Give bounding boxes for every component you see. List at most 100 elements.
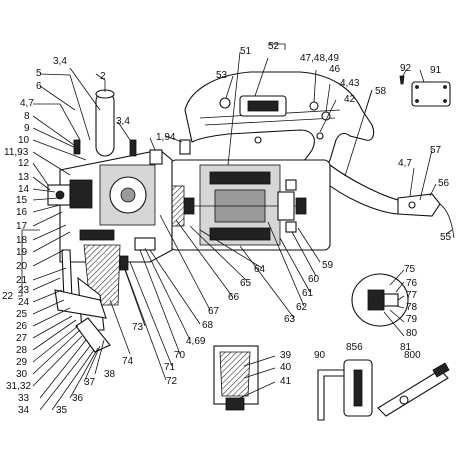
- accessory-tool: [377, 369, 449, 417]
- label-38: 38: [104, 369, 116, 380]
- label-10: 10: [18, 135, 30, 146]
- label-9: 9: [24, 123, 30, 134]
- clamp-screw: [55, 190, 65, 200]
- label-15: 15: [16, 195, 28, 206]
- label-18: 18: [16, 235, 28, 246]
- label-72: 72: [166, 376, 178, 387]
- label-16: 16: [16, 207, 28, 218]
- field-coil-bottom: [209, 227, 271, 241]
- label-13: 13: [18, 172, 30, 183]
- label-52: 52: [268, 41, 280, 52]
- label-23: 23: [18, 285, 30, 296]
- label-63: 63: [284, 314, 296, 325]
- label-27: 27: [16, 333, 28, 344]
- label-14: 14: [18, 184, 30, 195]
- label-74: 74: [122, 356, 134, 367]
- label-3-4-mid: 3,4: [116, 116, 130, 127]
- parts-drawing: [47, 71, 455, 421]
- cord-clamp-screw: [408, 201, 416, 209]
- label-66: 66: [228, 292, 240, 303]
- plunger-guide: [79, 229, 115, 241]
- label-73: 73: [132, 322, 144, 333]
- label-46: 46: [329, 64, 341, 75]
- handle-screw-2: [309, 101, 319, 111]
- label-51: 51: [240, 46, 252, 57]
- counterweight-pin: [119, 255, 129, 271]
- blade-guide: [75, 317, 111, 353]
- handle-screw-3: [321, 111, 331, 121]
- label-64: 64: [254, 264, 266, 275]
- label-78: 78: [406, 302, 418, 313]
- label-59: 59: [322, 260, 334, 271]
- label-4-7-right: 4,7: [398, 158, 412, 169]
- label-71: 71: [164, 362, 176, 373]
- label-68: 68: [202, 320, 214, 331]
- screw-8: [73, 139, 81, 155]
- label-17: 17: [16, 221, 28, 232]
- label-28: 28: [16, 345, 28, 356]
- brush-holder-bottom: [285, 221, 297, 233]
- brush-holder-top: [285, 179, 297, 191]
- label-19: 19: [16, 247, 28, 258]
- label-40: 40: [280, 362, 292, 373]
- label-60: 60: [308, 274, 320, 285]
- rear-bearing: [295, 197, 307, 215]
- handle-screw-4: [316, 132, 324, 140]
- label-33: 33: [18, 393, 30, 404]
- label-30: 30: [16, 369, 28, 380]
- switch-trigger: [247, 100, 279, 112]
- label-57: 57: [430, 145, 442, 156]
- label-61: 61: [302, 288, 314, 299]
- label-24: 24: [18, 297, 30, 308]
- leader-lines: [18, 43, 453, 411]
- label-67: 67: [208, 306, 220, 317]
- screw-3-4: [129, 139, 137, 157]
- scotch-yoke: [134, 237, 156, 251]
- label-37: 37: [84, 377, 96, 388]
- label-2: 2: [100, 71, 106, 82]
- label-8: 8: [24, 111, 30, 122]
- label-91: 91: [430, 65, 442, 76]
- label-47-48-49: 47,48,49: [300, 53, 339, 64]
- blade-clamp: [69, 179, 93, 209]
- label-80: 80: [406, 328, 418, 339]
- tool-tip: [432, 362, 450, 378]
- label-5: 5: [36, 68, 42, 79]
- label-3-4-top: 3,4: [53, 56, 67, 67]
- label-76: 76: [406, 278, 418, 289]
- strain-relief: [397, 193, 441, 217]
- label-21: 21: [16, 275, 28, 286]
- label-856: 856: [346, 342, 363, 353]
- label-90: 90: [314, 350, 326, 361]
- part-1-94: [179, 139, 191, 155]
- detail-plunger-section: [219, 351, 251, 397]
- label-20: 20: [16, 261, 28, 272]
- bushing-1-94: [149, 149, 163, 165]
- label-79: 79: [406, 314, 418, 325]
- nameplate: [411, 81, 451, 107]
- upper-tube: [95, 91, 115, 157]
- label-62: 62: [296, 302, 308, 313]
- label-75: 75: [404, 264, 416, 275]
- label-65: 65: [240, 278, 252, 289]
- tool-collar: [399, 395, 409, 405]
- label-1-94: 1,94: [156, 132, 176, 143]
- label-12: 12: [18, 158, 30, 169]
- handle-screw-5: [254, 136, 262, 144]
- label-35: 35: [56, 405, 68, 416]
- label-4-69: 4,69: [186, 336, 206, 347]
- label-53: 53: [216, 70, 228, 81]
- label-22: 22: [2, 291, 14, 302]
- callout-labels: 2 3,4 5 6 4,7 8 9 10 11,93 12 13 14 15 1…: [2, 41, 452, 416]
- label-55: 55: [440, 232, 452, 243]
- gear-hub: [120, 187, 136, 203]
- label-31-32: 31,32: [6, 381, 31, 392]
- label-41: 41: [280, 376, 292, 387]
- label-11-93: 11,93: [4, 147, 29, 158]
- handle-screw-1: [219, 97, 231, 109]
- label-70: 70: [174, 350, 186, 361]
- label-25: 25: [16, 309, 28, 320]
- detail-brush: [367, 289, 385, 311]
